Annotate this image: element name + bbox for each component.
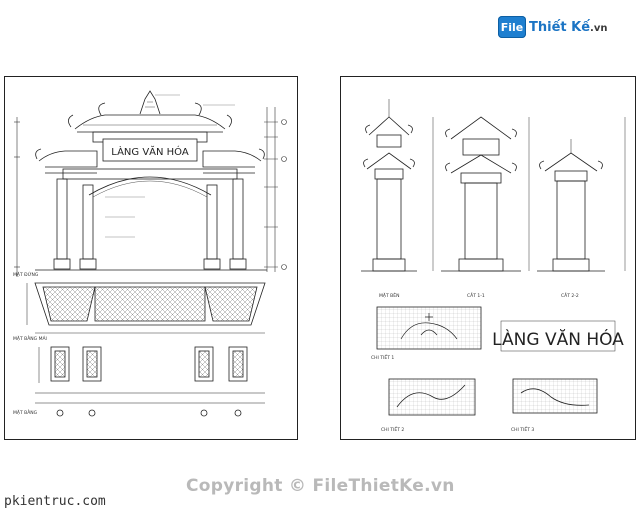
side-section-drawings: MẶT BÊN CẮT 1-1 CẮT 2-2 CHI TIẾT 1 (361, 99, 626, 433)
label-detail-2: CHI TIẾT 2 (381, 425, 404, 433)
upper-roof (68, 90, 232, 143)
sign-text: LÀNG VĂN HÓA (111, 145, 189, 158)
side-elevation (361, 99, 417, 272)
columns (35, 178, 267, 271)
label-plan: MẶT BẰNG (13, 408, 38, 416)
logo-text: Thiết Kế.vn (529, 20, 607, 35)
section-2-2 (537, 139, 605, 272)
gate-drawings: LÀNG VĂN HÓA MẶT ĐỨNG (13, 90, 287, 417)
main-arch (62, 168, 238, 198)
logo-domain: .vn (590, 22, 608, 34)
drawing-sheet-side-sections: MẶT BÊN CẮT 1-1 CẮT 2-2 CHI TIẾT 1 (340, 76, 636, 440)
detail-3-panel (512, 378, 598, 414)
roof-plan (26, 282, 266, 326)
site-name: pkientruc.com (4, 494, 106, 509)
side-roofs (35, 148, 265, 174)
label-detail-1: CHI TIẾT 1 (371, 353, 394, 361)
detail-1-ornament (400, 313, 458, 340)
sign-text-detail: LÀNG VĂN HÓA (492, 328, 624, 350)
label-section-1-1: CẮT 1-1 (467, 291, 485, 299)
floor-plan (35, 346, 265, 417)
detail-2-panel (388, 378, 476, 416)
sign-text-frame (500, 320, 616, 352)
sign-board (102, 138, 198, 162)
label-section-2-2: CẮT 2-2 (561, 291, 579, 299)
logo-brand: Thiết Kế (529, 19, 591, 35)
section-1-1 (441, 116, 521, 272)
drawing-sheet-gate-elevation: LÀNG VĂN HÓA MẶT ĐỨNG (4, 76, 298, 440)
filethietke-logo: File Thiết Kế.vn (498, 14, 618, 40)
label-front-elevation: MẶT ĐỨNG (13, 271, 39, 278)
callout-leaders (105, 94, 235, 238)
label-detail-3: CHI TIẾT 3 (511, 425, 534, 433)
copyright-watermark: Copyright © FileThietKe.vn (186, 476, 455, 496)
label-roof-plan: MẶT BẰNG MÁI (13, 334, 47, 342)
label-side-elevation: MẶT BÊN (379, 291, 399, 299)
logo-badge: File (498, 16, 526, 38)
